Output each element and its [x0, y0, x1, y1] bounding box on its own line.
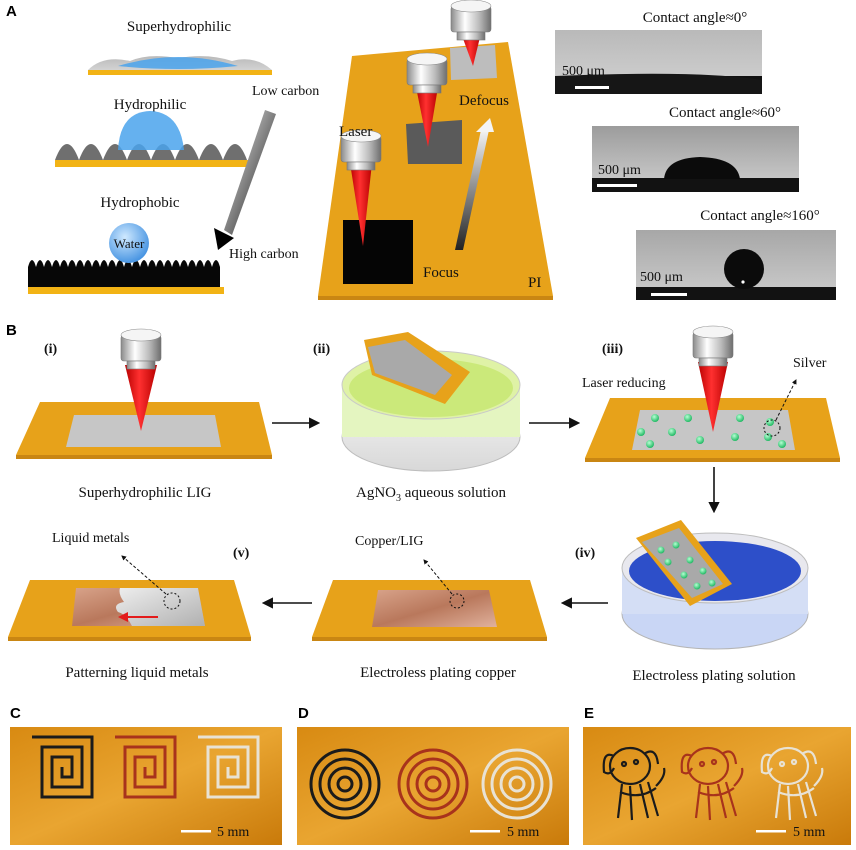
step-ii: (ii) AgNO3 aqueous solution — [313, 332, 521, 504]
electroless-solution-caption: Electroless plating solution — [632, 668, 796, 684]
panel-label-e: E — [584, 705, 594, 722]
high-carbon-label: High carbon — [229, 247, 299, 262]
panel-label-c: C — [10, 705, 21, 722]
copper-lig-label: Copper/LIG — [355, 534, 423, 549]
patterning-caption: Patterning liquid metals — [65, 665, 208, 681]
laser-label: Laser — [339, 124, 372, 140]
laser-reducing-label: Laser reducing — [582, 376, 666, 391]
mid-spot — [406, 120, 462, 164]
scale-label-e: 5 mm — [793, 825, 825, 840]
contact-angle-0-label: Contact angle≈0° — [643, 10, 748, 26]
superhydrophilic-lig-caption: Superhydrophilic LIG — [79, 485, 212, 501]
step-copper: Copper/LIG Electroless plating copper — [312, 534, 547, 681]
focus-spot — [343, 220, 413, 284]
contact-angle-160-label: Contact angle≈160° — [700, 208, 820, 224]
step-v-label: (v) — [233, 546, 250, 561]
scale-label-c: 5 mm — [217, 825, 249, 840]
scale-label-60: 500 μm — [598, 163, 641, 178]
step-iii: (iii) Laser reducing Silver — [582, 325, 840, 462]
photo-e: 5 mm — [583, 727, 851, 845]
scale-label-160: 500 μm — [640, 270, 683, 285]
hydrophilic-diagram: Hydrophilic — [55, 97, 248, 167]
superhydrophilic-label: Superhydrophilic — [127, 19, 231, 35]
contact-angle-60-label: Contact angle≈60° — [669, 105, 781, 121]
panel-label-b: B — [6, 322, 17, 339]
hydrophobic-label: Hydrophobic — [100, 195, 179, 211]
liquid-metals-label: Liquid metals — [52, 531, 129, 546]
water-droplet — [109, 223, 149, 263]
focus-defocus-arrow — [455, 130, 489, 250]
carbon-gradient-arrow: Low carbon High carbon — [214, 84, 319, 262]
panel-label-a: A — [6, 3, 17, 20]
superhydrophilic-diagram: Superhydrophilic — [88, 19, 272, 75]
silver-label: Silver — [793, 356, 827, 371]
hydrophilic-label: Hydrophilic — [114, 97, 187, 113]
water-label: Water — [114, 236, 145, 251]
pi-laser-board: Laser Defocus Focus PI — [318, 0, 553, 300]
scale-label-0: 500 μm — [562, 64, 605, 79]
pi-label: PI — [528, 275, 541, 291]
step-ii-label: (ii) — [313, 342, 330, 357]
hydrophobic-diagram: Hydrophobic Water — [28, 195, 224, 294]
low-carbon-label: Low carbon — [252, 84, 319, 99]
panel-label-d: D — [298, 705, 309, 722]
step-i-label: (i) — [44, 342, 58, 357]
step-iv: (iv) Electroless plating solution — [575, 520, 809, 684]
photo-c: 5 mm — [10, 727, 282, 845]
photo-d: 5 mm — [297, 727, 569, 845]
step-iv-label: (iv) — [575, 546, 596, 561]
focus-label: Focus — [423, 265, 459, 281]
contact-angle-images: Contact angle≈0° 500 μm Contact angle≈60… — [555, 10, 836, 300]
defocus-label: Defocus — [459, 93, 509, 109]
step-iii-label: (iii) — [602, 342, 623, 357]
agno3-caption: AgNO3 aqueous solution — [356, 485, 506, 504]
electroless-copper-caption: Electroless plating copper — [360, 665, 516, 681]
step-i: (i) Superhydrophilic LIG — [16, 328, 272, 501]
scale-label-d: 5 mm — [507, 825, 539, 840]
step-v: (v) Liquid metals Patterning liquid meta… — [8, 531, 251, 681]
